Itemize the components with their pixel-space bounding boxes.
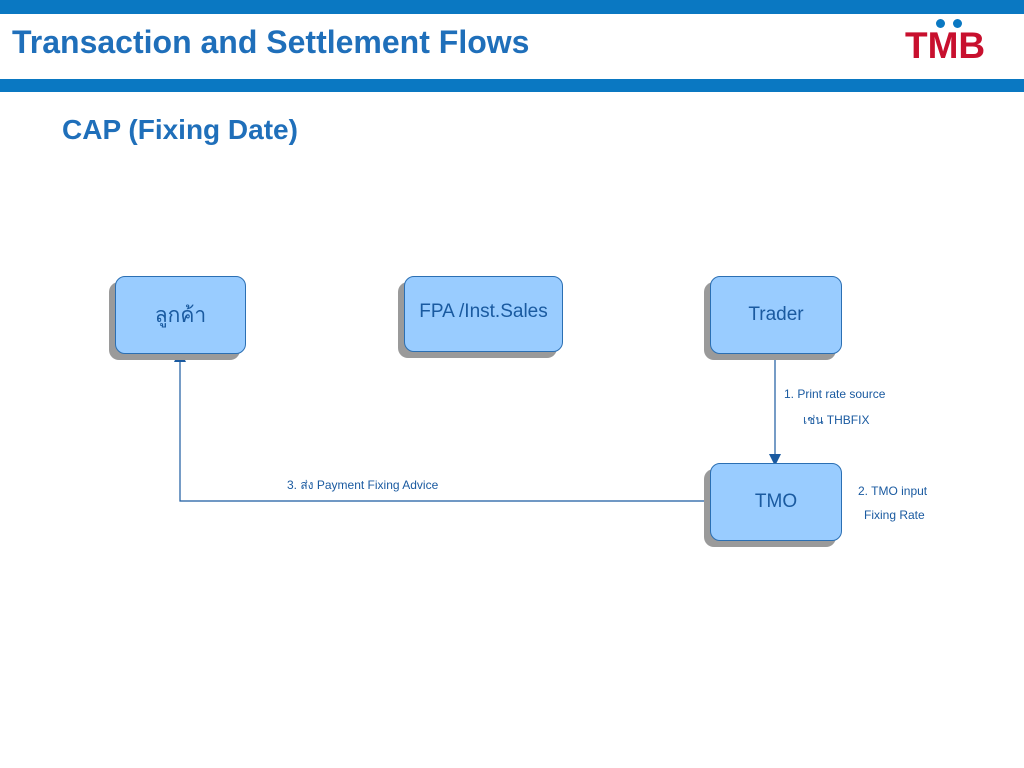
trader-node-label: Trader (748, 304, 804, 325)
fpa-node: FPA /Inst.Sales (404, 276, 563, 352)
logo-text: TMB (905, 25, 986, 66)
trader-to-tmo-label-line2: เช่น THBFIX (803, 413, 870, 427)
tmo-node-label: TMO (754, 491, 798, 512)
customer-node: ลูกค้า (115, 276, 246, 354)
logo-dot-left (936, 19, 945, 28)
tmo-node: TMO (710, 463, 842, 541)
trader-to-tmo-label-line1: 1. Print rate source (784, 387, 886, 401)
tmo-note-line1: 2. TMO input (858, 484, 928, 498)
page-title: Transaction and Settlement Flows (12, 24, 530, 60)
tmo-to-customer-label: 3. ส่ง Payment Fixing Advice (287, 478, 439, 492)
customer-node-label: ลูกค้า (154, 303, 207, 327)
trader-node: Trader (710, 276, 842, 354)
header-top-bar (0, 0, 1024, 14)
logo-dot-right (953, 19, 962, 28)
tmb-logo: TMB (905, 18, 1000, 66)
tmo-to-customer-arrow (174, 350, 712, 502)
slide-subtitle: CAP (Fixing Date) (62, 114, 298, 145)
header-bottom-bar (0, 79, 1024, 92)
tmo-note-line2: Fixing Rate (864, 508, 925, 522)
fpa-node-label: FPA /Inst.Sales (419, 301, 548, 322)
